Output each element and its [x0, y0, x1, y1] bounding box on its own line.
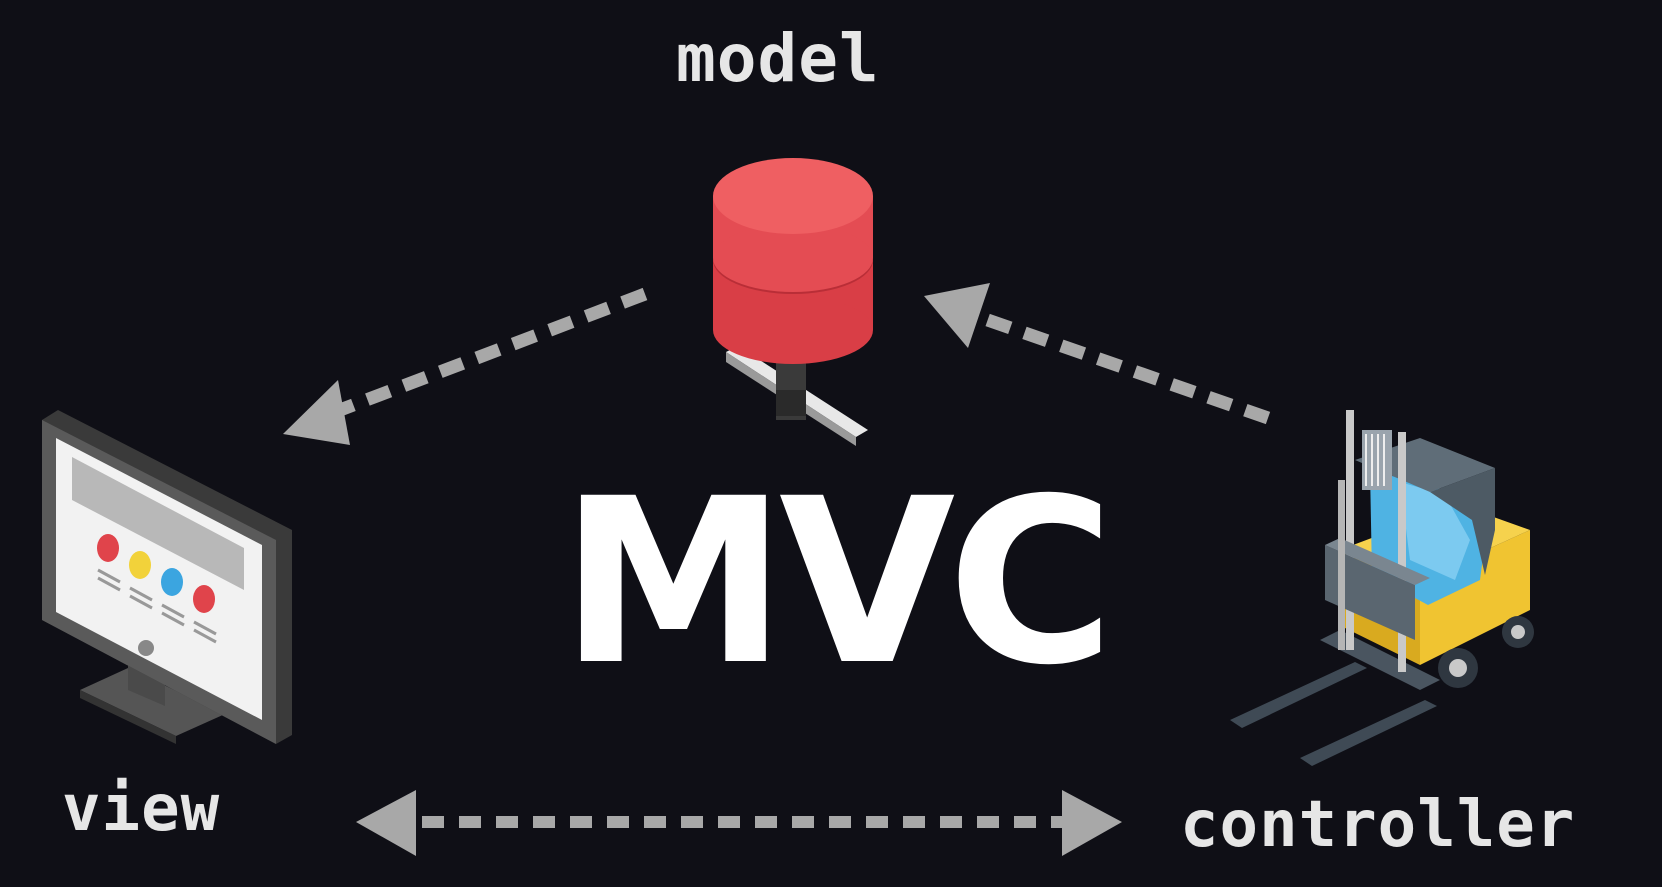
arrowhead-left-icon: [356, 790, 416, 856]
arrowhead-right-icon: [1062, 790, 1122, 856]
arrow-view-controller: [356, 790, 1122, 856]
arrowhead-up-left-icon: [924, 283, 990, 348]
controller-label: controller: [1180, 788, 1576, 862]
arrowhead-left-icon: [283, 380, 350, 445]
monitor-icon: [42, 410, 292, 744]
arrow-controller-to-model: [924, 283, 1271, 425]
forklift-icon: [1230, 410, 1534, 766]
model-label: model: [676, 20, 880, 97]
database-icon: [713, 158, 873, 446]
arrow-model-to-view: [283, 287, 648, 445]
view-label: view: [62, 772, 221, 846]
diagram-title: MVC: [560, 449, 1115, 715]
